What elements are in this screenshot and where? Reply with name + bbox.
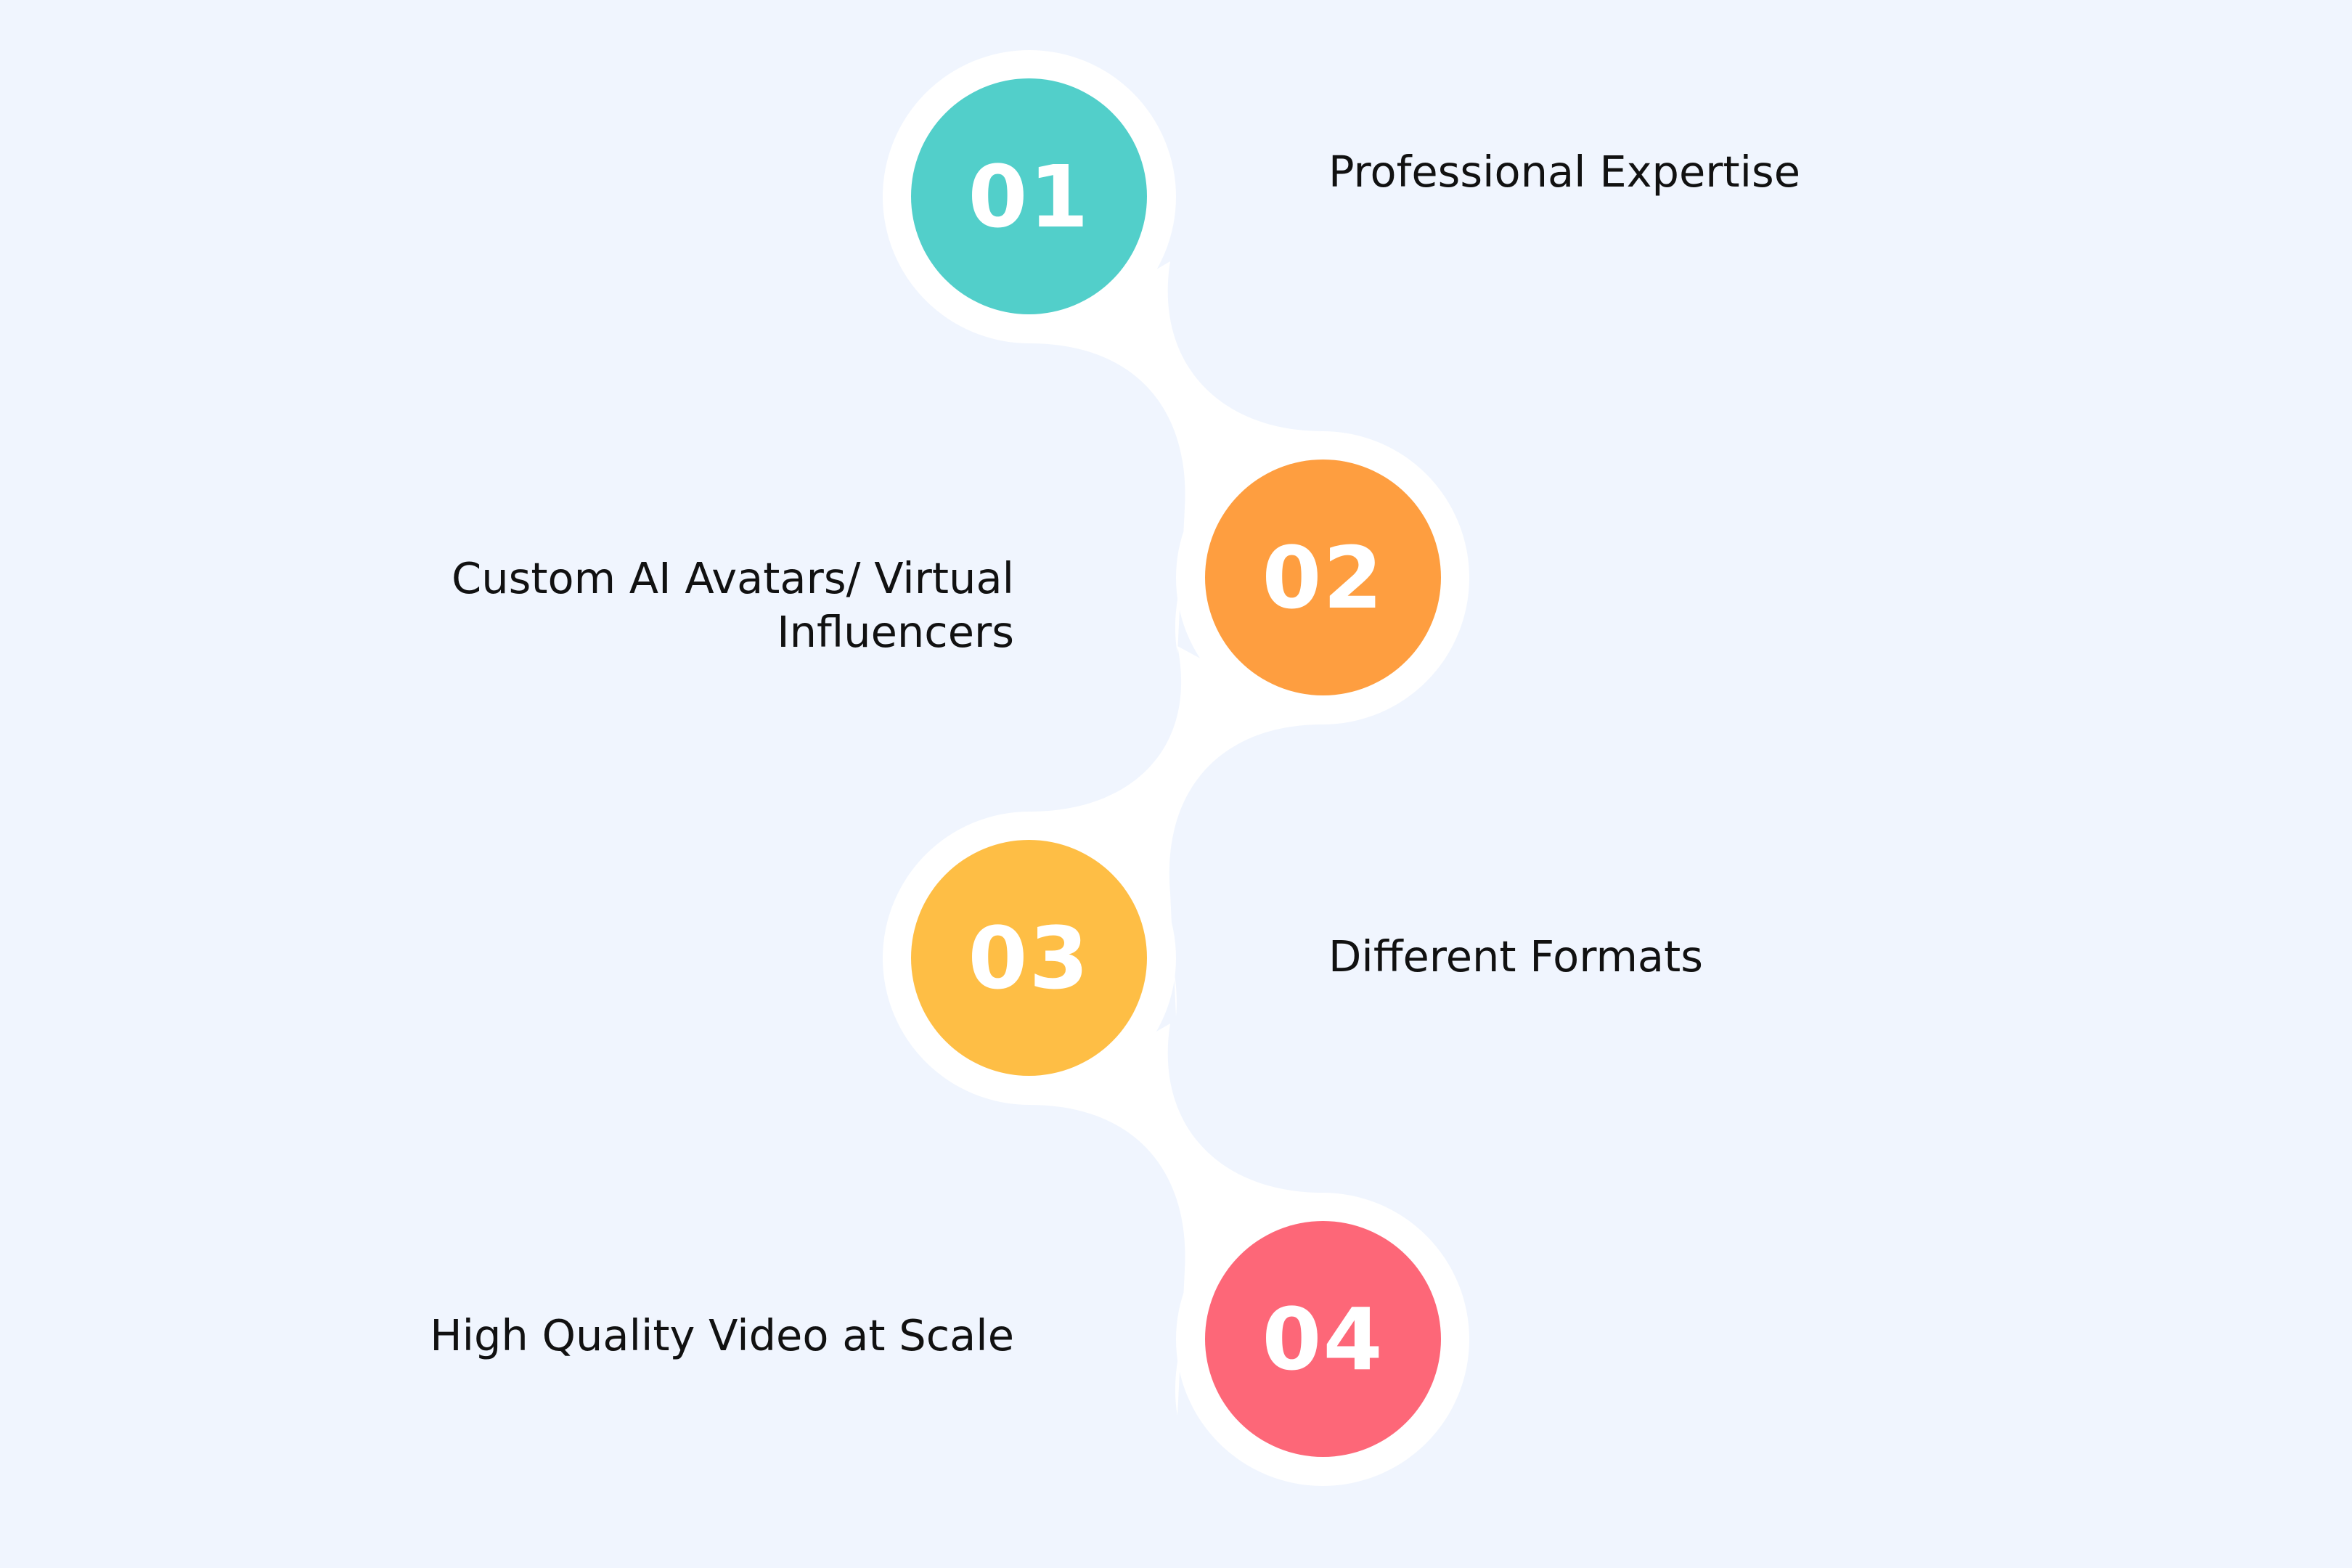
step-1-label: Professional Expertise <box>1328 147 1801 197</box>
step-2-circle: 02 <box>1205 460 1441 695</box>
step-4-circle: 04 <box>1205 1221 1441 1457</box>
step-2-label: Custom AI Avatars/ Virtual Influencers <box>452 553 1014 657</box>
step-3-label: Different Formats <box>1328 931 1703 981</box>
step-4-label: High Quality Video at Scale <box>430 1310 1014 1360</box>
step-3-number: 03 <box>968 907 1090 1008</box>
connector-2-3 <box>1029 646 1323 1016</box>
step-1-circle: 01 <box>911 78 1147 314</box>
step-3-circle: 03 <box>911 840 1147 1076</box>
step-4-number: 04 <box>1262 1289 1384 1389</box>
step-2-number: 02 <box>1262 527 1384 628</box>
step-1-number: 01 <box>968 146 1090 247</box>
